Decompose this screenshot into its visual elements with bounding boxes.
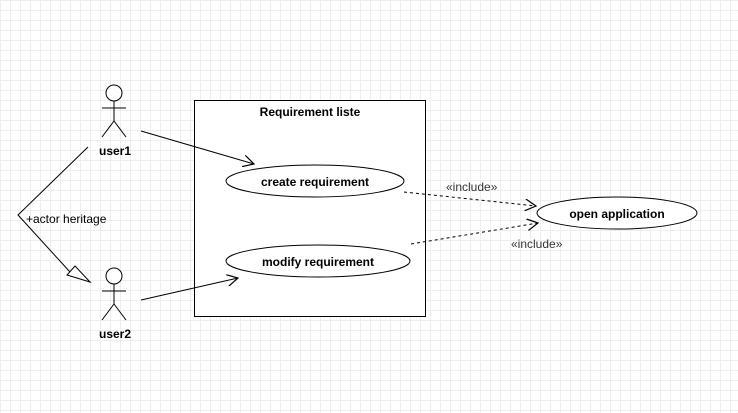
usecase-open-application[interactable]: [536, 196, 698, 230]
generalization-arrowhead: [66, 265, 92, 284]
actor-user2-head: [105, 267, 123, 285]
usecase-create-label: create requirement: [260, 175, 370, 189]
actor-user1-label: user1: [98, 144, 132, 158]
include-create-open[interactable]: [403, 191, 536, 206]
usecase-modify-requirement[interactable]: [225, 244, 411, 278]
actor-user2-label: user2: [98, 327, 132, 341]
actor-user1-head: [105, 84, 123, 102]
generalization-label: +actor heritage: [26, 212, 107, 226]
usecase-modify-label: modify requirement: [261, 255, 375, 269]
system-title: Requirement liste: [259, 105, 361, 119]
include-label-create: «include»: [446, 180, 498, 194]
include-label-modify: «include»: [511, 237, 563, 251]
actor-user1[interactable]: [101, 84, 127, 138]
usecase-create-requirement[interactable]: [225, 164, 405, 198]
system-boundary[interactable]: [194, 100, 426, 317]
usecase-open-label: open application: [569, 207, 665, 221]
generalization-edge[interactable]: [17, 146, 92, 284]
actor-user2[interactable]: [101, 267, 127, 321]
association-user2-modify[interactable]: [140, 278, 238, 301]
association-user1-create[interactable]: [140, 130, 254, 164]
